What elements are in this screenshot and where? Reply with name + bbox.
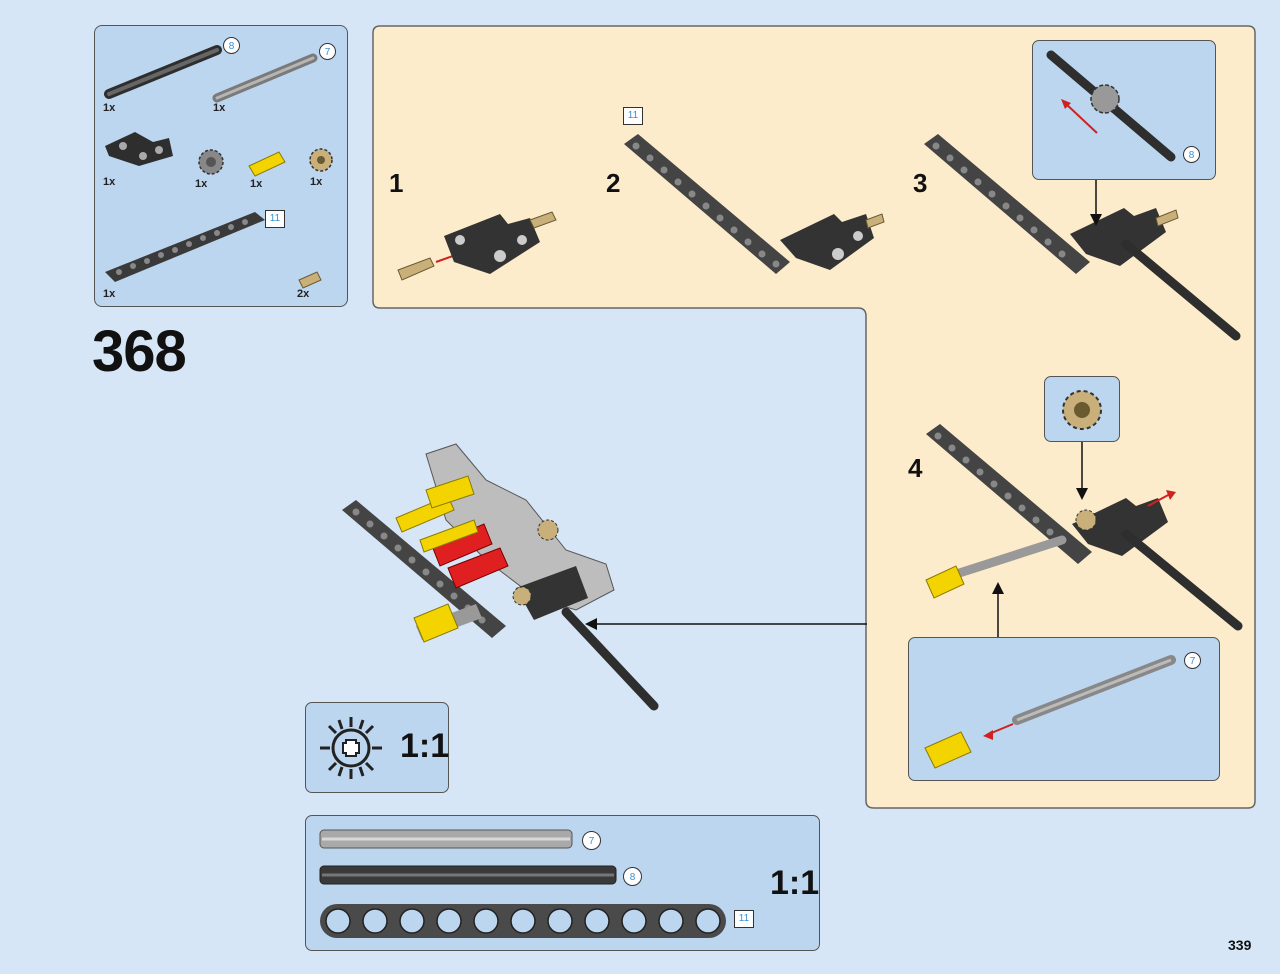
axle-connector-illustration: [924, 655, 1176, 769]
beam-11-icon: [105, 212, 265, 282]
length-badge-axle-8: 8: [223, 37, 240, 54]
substep-2-length-badge: 11: [623, 107, 643, 125]
callout-down-arrow: [1090, 180, 1102, 226]
substep-2-number: 2: [606, 168, 621, 198]
parts-scale-illustrations: [319, 829, 726, 938]
page-number: 339: [1228, 937, 1252, 953]
axle-up-arrow: [992, 582, 1004, 638]
scale-badge-beam-11: 11: [734, 910, 754, 928]
qty-bent-liftarm: 1x: [103, 176, 116, 188]
pin-tan-icon: [298, 271, 322, 289]
bent-liftarm-icon: [105, 132, 173, 166]
gear-12-tooth-icon: [198, 149, 224, 175]
qty-gear-12: 1x: [195, 178, 208, 190]
qty-axle-7: 1x: [213, 102, 226, 114]
axle-7-icon: [212, 53, 318, 103]
length-badge-beam-11: 11: [265, 210, 285, 228]
tan-gear-callout: [1044, 376, 1120, 442]
substep-1-illustration: [397, 211, 557, 281]
parts-scale-box: 7 8 11 1:1: [305, 815, 820, 951]
substep-1-number: 1: [389, 168, 404, 198]
length-badge-axle-7: 7: [319, 43, 336, 60]
qty-beam-11: 1x: [103, 288, 116, 300]
substep-4-number: 4: [908, 453, 923, 483]
tan-gear-icon: [1062, 390, 1102, 430]
scale-badge-axle-7: 7: [582, 831, 601, 850]
qty-pin-tan: 2x: [297, 288, 310, 300]
scale-badge-axle-8: 8: [623, 867, 642, 886]
parts-list-illustrations: [104, 45, 333, 289]
substep-4-callout: 7: [908, 637, 1220, 781]
qty-gear-tan: 1x: [310, 176, 323, 188]
substep-3-callout: 8: [1032, 40, 1216, 180]
parts-scale-label: 1:1: [770, 864, 820, 902]
step-number: 368: [92, 319, 187, 384]
substep-3-number: 3: [913, 168, 928, 198]
gear-outline-icon: [320, 717, 382, 779]
substep-2-illustration: [624, 134, 885, 274]
qty-connector: 1x: [250, 178, 263, 190]
callout-length-badge-7: 7: [1184, 652, 1201, 669]
gear-scale-box: 1:1: [305, 702, 449, 793]
qty-axle-8: 1x: [103, 102, 116, 114]
axle-connector-yellow-icon: [248, 151, 286, 177]
axle-8-scale-icon: [319, 865, 617, 885]
parts-list-box: 1x 1x 1x 1x 1x 1x 1x 2x 8 7 11: [94, 25, 348, 307]
gear-down-arrow: [1076, 442, 1088, 500]
beam-11-scale-icon: [320, 904, 726, 938]
substep-3-illustration: [924, 134, 1241, 341]
main-assembly-illustration: [342, 443, 659, 711]
axle-with-gear-illustration: [1046, 50, 1176, 162]
axle-8-icon: [104, 45, 222, 99]
gear-12-tan-icon: [309, 148, 333, 172]
axle-7-scale-icon: [319, 829, 573, 849]
callout-length-badge-8: 8: [1183, 146, 1200, 163]
gear-scale-label: 1:1: [400, 727, 450, 765]
assembly-connector-arrow: [585, 618, 867, 630]
substep-4-illustration: [925, 424, 1243, 631]
